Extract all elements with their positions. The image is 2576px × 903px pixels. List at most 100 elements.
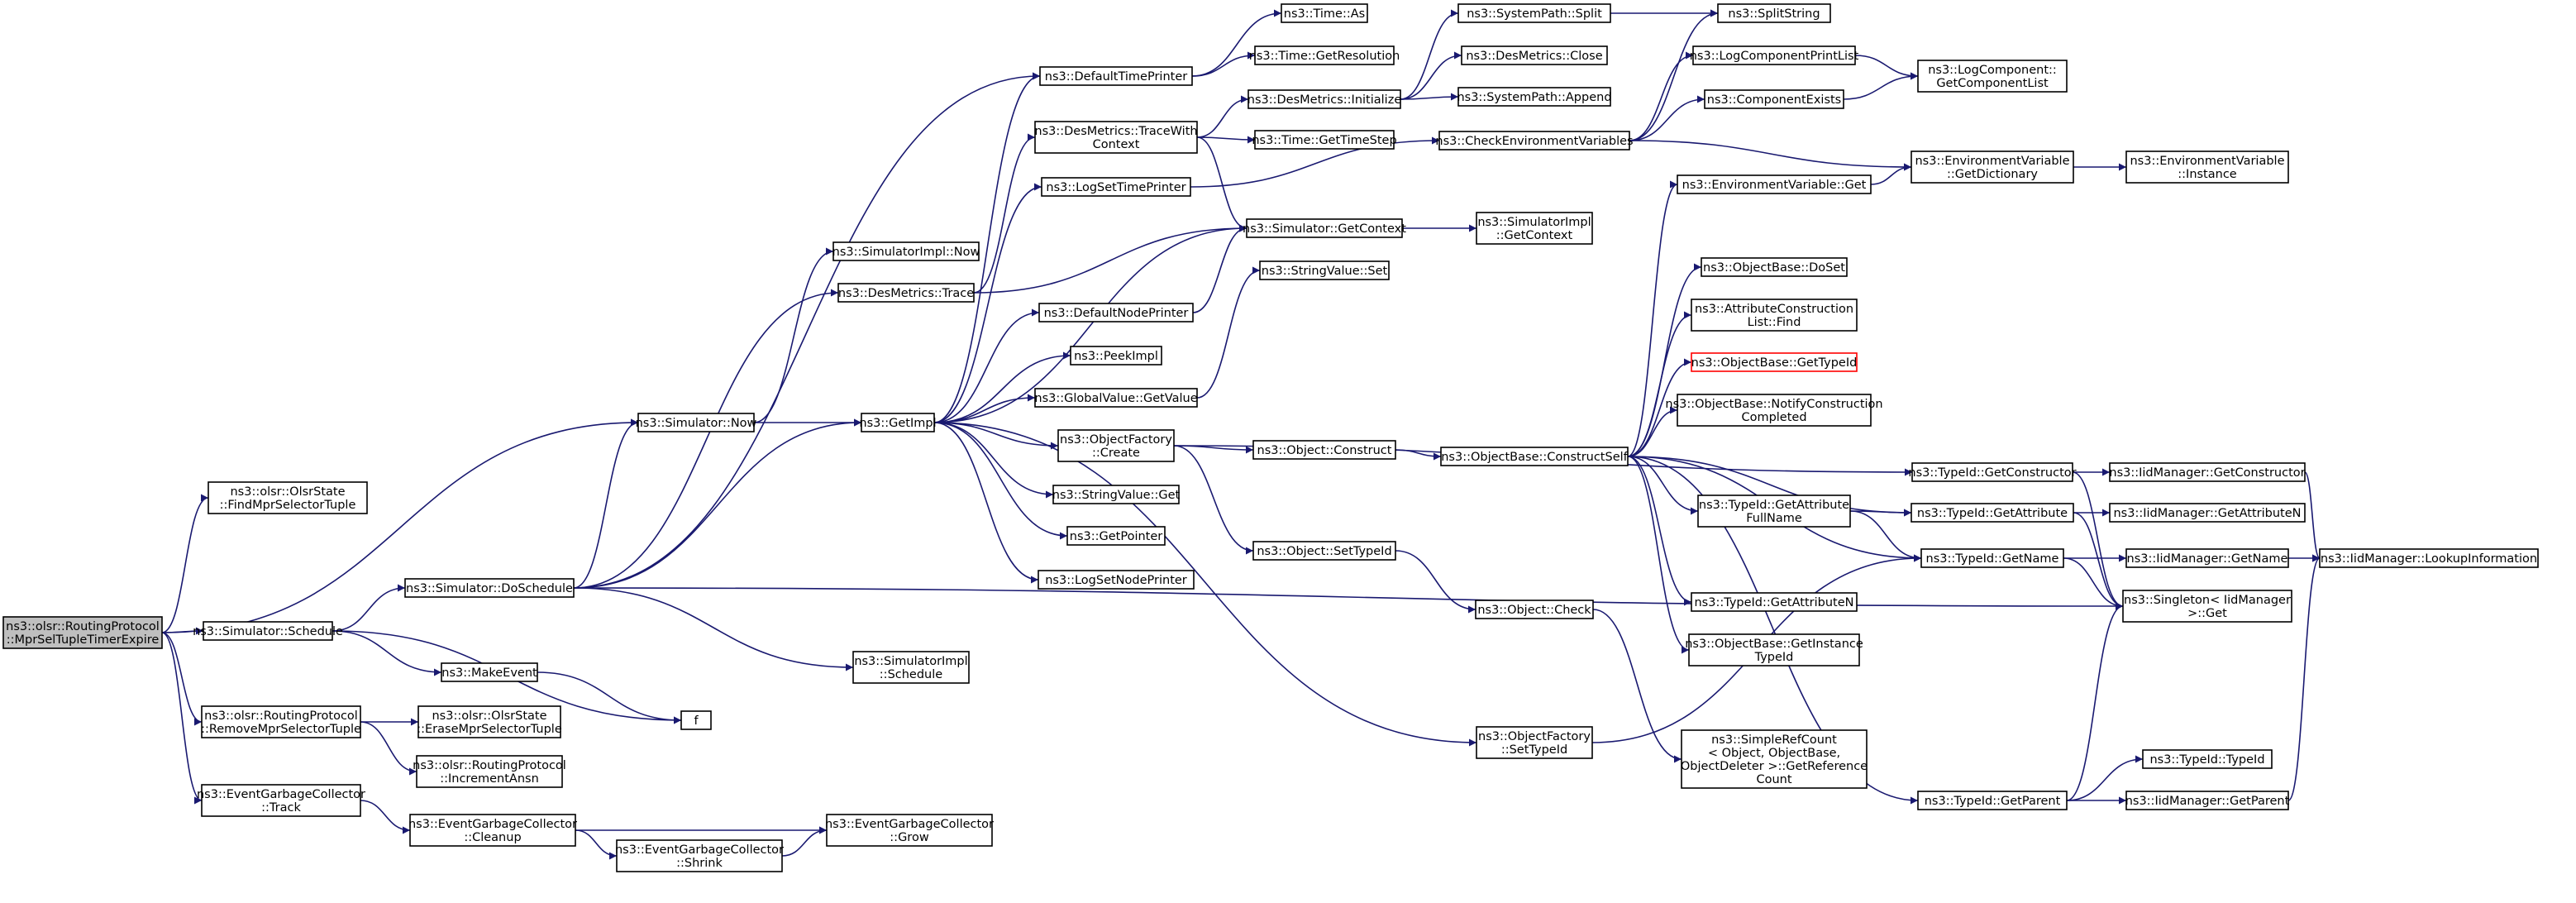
node-timegetstep[interactable]: ns3::Time::GetTimeStep: [1252, 130, 1397, 150]
node-simgetctx[interactable]: ns3::Simulator::GetContext: [1243, 218, 1406, 238]
node-spappend[interactable]: ns3::SystemPath::Append: [1457, 87, 1612, 107]
node-envgetdict[interactable]: ns3::EnvironmentVariable::GetDictionary: [1911, 150, 2074, 184]
node-obnotify[interactable]: ns3::ObjectBase::NotifyConstructionCompl…: [1665, 394, 1883, 427]
node-defnodeprinter[interactable]: ns3::DefaultNodePrinter: [1038, 303, 1194, 322]
node-logcompprint[interactable]: ns3::LogComponentPrintList: [1690, 45, 1859, 65]
node-label: f: [694, 714, 699, 728]
node-desminit[interactable]: ns3::DesMetrics::Initialize: [1247, 89, 1402, 109]
node-tidgetctor[interactable]: ns3::TypeId::GetConstructor: [1908, 462, 2077, 482]
node-simimplsched[interactable]: ns3::SimulatorImpl::Schedule: [852, 651, 970, 684]
node-simimplnow[interactable]: ns3::SimulatorImpl::Now: [832, 241, 980, 261]
node-simnow[interactable]: ns3::Simulator::Now: [636, 413, 757, 432]
node-tidgetparent[interactable]: ns3::TypeId::GetParent: [1917, 791, 2068, 810]
node-logcompgetlist[interactable]: ns3::LogComponent::GetComponentList: [1917, 60, 2068, 93]
node-splitstring[interactable]: ns3::SplitString: [1717, 3, 1831, 23]
node-label: ns3::EnvironmentVariable::Get: [1682, 179, 1867, 192]
node-gvgetvalue[interactable]: ns3::GlobalValue::GetValue: [1034, 388, 1198, 408]
node-iidgetattrn[interactable]: ns3::IidManager::GetAttributeN: [2109, 503, 2306, 523]
node-logsettime[interactable]: ns3::LogSetTimePrinter: [1041, 177, 1191, 197]
node-label: ns3::SimulatorImpl::Now: [832, 246, 980, 259]
node-singletonget[interactable]: ns3::Singleton< IidManager>::Get: [2122, 590, 2292, 623]
node-box: [1252, 440, 1396, 460]
node-desmtrace[interactable]: ns3::DesMetrics::Trace: [837, 283, 975, 303]
node-tidgetattr[interactable]: ns3::TypeId::GetAttribute: [1911, 503, 2074, 523]
node-label: ::Shrink: [676, 857, 723, 870]
node-label: ns3::TypeId::GetAttribute: [1917, 507, 2068, 520]
node-envget[interactable]: ns3::EnvironmentVariable::Get: [1677, 174, 1872, 194]
node-spsplit[interactable]: ns3::SystemPath::Split: [1457, 3, 1611, 23]
node-schedule[interactable]: ns3::Simulator::Schedule: [193, 621, 343, 641]
node-tidgetattrn[interactable]: ns3::TypeId::GetAttributeN: [1691, 592, 1858, 612]
node-simimplgetctx[interactable]: ns3::SimulatorImpl::GetContext: [1476, 212, 1593, 245]
node-egcshrink[interactable]: ns3::EventGarbageCollector::Shrink: [615, 839, 784, 872]
node-peekimpl[interactable]: ns3::PeekImpl: [1070, 346, 1162, 366]
node-box: [1476, 726, 1593, 759]
node-box: [1704, 89, 1844, 109]
node-envinstance[interactable]: ns3::EnvironmentVariable::Instance: [2125, 150, 2289, 184]
node-getimpl[interactable]: ns3::GetImpl: [859, 413, 937, 432]
node-box: [201, 705, 361, 738]
node-iidgetparent[interactable]: ns3::IidManager::GetParent: [2125, 791, 2290, 810]
node-svset[interactable]: ns3::StringValue::Set: [1259, 260, 1390, 280]
node-egccleanup[interactable]: ns3::EventGarbageCollector::Cleanup: [408, 814, 577, 847]
node-timegetres[interactable]: ns3::Time::GetResolution: [1249, 45, 1400, 65]
node-label: ns3::StringValue::Set: [1262, 265, 1388, 278]
node-box: [1476, 212, 1593, 245]
node-label: ns3::ObjectFactory: [1060, 433, 1172, 447]
edge-obconstructself-obnotify: [1627, 406, 1678, 457]
node-f[interactable]: f: [680, 710, 712, 730]
node-box: [861, 413, 935, 432]
node-objconstruct[interactable]: ns3::Object::Construct: [1252, 440, 1396, 460]
edge-deftimeprinter-timegetres: [1191, 51, 1256, 77]
node-doschedule[interactable]: ns3::Simulator::DoSchedule: [404, 578, 575, 598]
node-box: [1281, 3, 1368, 23]
node-obconstructself[interactable]: ns3::ObjectBase::ConstructSelf: [1440, 447, 1629, 466]
node-getpointer[interactable]: ns3::GetPointer: [1066, 526, 1166, 546]
node-box: [1677, 174, 1872, 194]
node-tidgetname[interactable]: ns3::TypeId::GetName: [1920, 548, 2064, 568]
node-compexists[interactable]: ns3::ComponentExists: [1704, 89, 1844, 109]
edge-getimpl-defnodeprinter: [933, 308, 1040, 423]
node-timeas[interactable]: ns3::Time::As: [1281, 3, 1368, 23]
node-box: [441, 662, 538, 682]
node-deftimeprinter[interactable]: ns3::DefaultTimePrinter: [1039, 66, 1193, 86]
node-root[interactable]: ns3::olsr::RoutingProtocol::MprSelTupleT…: [2, 616, 163, 649]
node-ofsettypeid[interactable]: ns3::ObjectFactory::SetTypeId: [1476, 726, 1593, 759]
node-svget[interactable]: ns3::StringValue::Get: [1052, 485, 1181, 504]
node-findmpr[interactable]: ns3::olsr::OlsrState::FindMprSelectorTup…: [208, 481, 368, 514]
node-objsettypeid[interactable]: ns3::Object::SetTypeId: [1252, 541, 1396, 561]
node-incansn[interactable]: ns3::olsr::RoutingProtocol::IncrementAns…: [413, 755, 566, 788]
node-iidlookup[interactable]: ns3::IidManager::LookupInformation: [2319, 548, 2539, 568]
node-checkenv[interactable]: ns3::CheckEnvironmentVariables: [1435, 131, 1634, 150]
node-box: [1911, 462, 2073, 482]
node-iidgetctor[interactable]: ns3::IidManager::GetConstructor: [2109, 462, 2306, 482]
edge-getimpl-simgetctx: [933, 224, 1247, 423]
node-erasempr[interactable]: ns3::olsr::OlsrState::EraseMprSelectorTu…: [417, 705, 562, 738]
call-edges: [161, 9, 2321, 860]
node-simplerefcount[interactable]: ns3::SimpleRefCount< Object, ObjectBase,…: [1681, 729, 1868, 789]
node-desmclose[interactable]: ns3::DesMetrics::Close: [1461, 45, 1608, 65]
node-iidgetname[interactable]: ns3::IidManager::GetName: [2125, 548, 2289, 568]
node-egcgrow[interactable]: ns3::EventGarbageCollector::Grow: [825, 814, 994, 847]
node-removempr[interactable]: ns3::olsr::RoutingProtocol::RemoveMprSel…: [201, 705, 361, 738]
node-objcheck[interactable]: ns3::Object::Check: [1475, 600, 1594, 619]
node-egctrack[interactable]: ns3::EventGarbageCollector::Track: [197, 784, 365, 817]
node-tidtypeid[interactable]: ns3::TypeId::TypeId: [2142, 749, 2273, 769]
node-box: [2125, 150, 2289, 184]
node-logsetnode[interactable]: ns3::LogSetNodePrinter: [1038, 570, 1195, 590]
node-obgettypeid[interactable]: ns3::ObjectBase::GetTypeId: [1691, 352, 1858, 372]
node-ofcreate[interactable]: ns3::ObjectFactory::Create: [1057, 429, 1175, 462]
node-box: [1701, 257, 1848, 277]
edge-deftimeprinter-timeas: [1191, 9, 1282, 77]
node-box: [1461, 45, 1608, 65]
edge-desminit-spsplit: [1400, 9, 1459, 100]
node-makeevent[interactable]: ns3::MakeEvent: [441, 662, 538, 682]
node-label: List::Find: [1748, 316, 1801, 329]
node-label: ns3::IidManager::GetConstructor: [2109, 466, 2305, 480]
node-box: [2109, 503, 2306, 523]
node-obdoset[interactable]: ns3::ObjectBase::DoSet: [1701, 257, 1848, 277]
